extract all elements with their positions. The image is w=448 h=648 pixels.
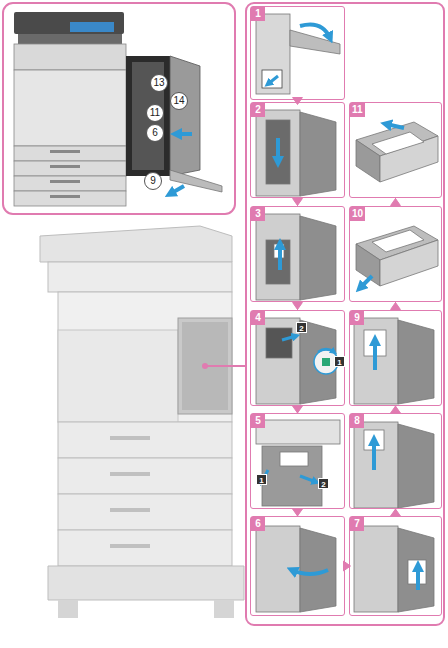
step-panel: 10	[349, 206, 442, 302]
sub-step-number: 1	[256, 474, 267, 485]
step-panel: 9	[349, 310, 442, 406]
step-arrow	[293, 198, 303, 206]
callout-number: 11	[146, 104, 164, 122]
step-panel: 11	[349, 102, 442, 198]
overview-copier	[14, 12, 222, 206]
step-arrow	[293, 509, 303, 516]
step-number: 2	[251, 103, 265, 117]
callout-number: 9	[144, 172, 162, 190]
step-arrow	[391, 509, 401, 516]
step-arrow	[293, 302, 303, 310]
step-panel: 8	[349, 413, 442, 509]
step-sketches	[256, 14, 438, 612]
step-number: 7	[350, 517, 364, 531]
step-arrow	[391, 406, 401, 413]
step-number: 11	[350, 103, 365, 117]
steps-frame	[246, 3, 444, 625]
step-panel: 7	[349, 516, 442, 616]
step-number: 3	[251, 207, 265, 221]
step-number: 9	[350, 311, 364, 325]
callout-number: 6	[146, 124, 164, 142]
step-arrow	[344, 561, 351, 571]
step-number: 4	[251, 311, 265, 325]
overview-frame	[3, 3, 235, 214]
step-number: 8	[350, 414, 364, 428]
sub-step-number: 1	[334, 356, 345, 367]
callout-number: 13	[150, 74, 168, 92]
step-number: 5	[251, 414, 265, 428]
sub-step-number: 2	[296, 322, 307, 333]
step-panel: 6	[250, 516, 345, 616]
step-arrow	[293, 406, 303, 413]
step-panel: 1	[250, 6, 345, 100]
step-number: 1	[251, 7, 265, 21]
step-number: 6	[251, 517, 265, 531]
step-panel: 3	[250, 206, 345, 302]
step-panel: 2	[250, 102, 345, 198]
step-number: 10	[350, 207, 365, 221]
main-copier	[40, 226, 246, 618]
step-arrow	[391, 302, 401, 310]
step-arrow	[293, 98, 303, 105]
step-arrow	[391, 198, 401, 206]
callout-number: 14	[170, 92, 188, 110]
sub-step-number: 2	[318, 478, 329, 489]
step-panel: 5	[250, 413, 345, 509]
